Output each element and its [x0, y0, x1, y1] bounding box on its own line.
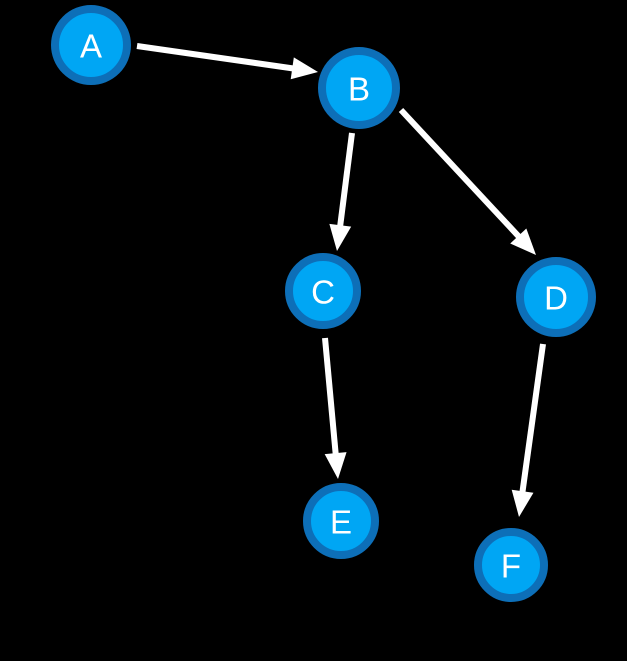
edge-shaft: [398, 107, 523, 241]
edge-shaft: [322, 337, 339, 457]
node-label: E: [330, 504, 352, 541]
node-label: F: [501, 548, 521, 585]
edge-layer: [136, 43, 546, 517]
node-circle[interactable]: [285, 253, 361, 329]
arrowhead-icon: [290, 57, 318, 80]
node-circle[interactable]: [474, 528, 548, 602]
arrowhead-icon: [511, 489, 534, 517]
edge-shaft: [336, 132, 355, 229]
arrowhead-icon: [510, 228, 536, 255]
node-label: A: [80, 28, 102, 65]
arrowhead-icon: [324, 452, 347, 479]
node-label: C: [311, 274, 335, 311]
graph-edge-a-b: [136, 43, 318, 80]
graph-node-d[interactable]: D: [516, 257, 596, 337]
node-circle[interactable]: [516, 257, 596, 337]
node-layer: A B C D E F: [51, 5, 596, 602]
graph-node-f[interactable]: F: [474, 528, 548, 602]
node-circle[interactable]: [318, 47, 400, 129]
graph-node-e[interactable]: E: [303, 483, 379, 559]
graph-node-a[interactable]: A: [51, 5, 131, 85]
node-label: D: [544, 280, 568, 317]
edge-shaft: [136, 43, 296, 72]
arrowhead-icon: [329, 223, 352, 251]
node-label: B: [348, 71, 370, 108]
graph-edge-b-d: [398, 107, 536, 255]
graph-edge-d-f: [511, 343, 546, 517]
node-circle[interactable]: [51, 5, 131, 85]
graph-edge-c-e: [322, 337, 347, 479]
graph-node-c[interactable]: C: [285, 253, 361, 329]
graph-edge-b-c: [329, 132, 355, 251]
graph-node-b[interactable]: B: [318, 47, 400, 129]
node-circle[interactable]: [303, 483, 379, 559]
edge-shaft: [519, 343, 546, 495]
